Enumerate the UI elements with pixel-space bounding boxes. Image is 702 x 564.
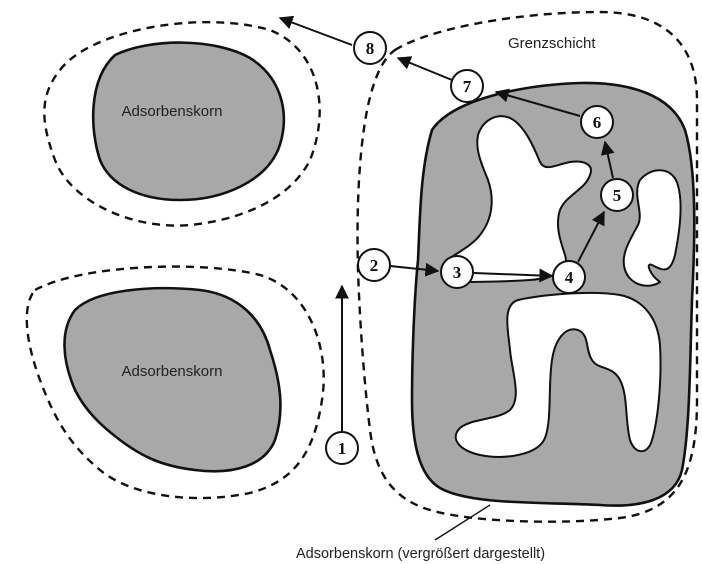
step-marker-1: 1	[326, 432, 358, 464]
boundary-layer-label: Grenzschicht	[508, 35, 596, 52]
step-number: 5	[613, 186, 622, 205]
step-number: 4	[565, 268, 574, 287]
step-number: 1	[338, 439, 347, 458]
step-number: 3	[453, 263, 462, 282]
step-number: 8	[366, 39, 375, 58]
step-marker-5: 5	[601, 179, 633, 211]
enlarged-grain-caption: Adsorbenskorn (vergrößert dargestellt)	[296, 546, 545, 562]
step-marker-4: 4	[553, 261, 585, 293]
step-marker-7: 7	[451, 70, 483, 102]
step-marker-2: 2	[358, 249, 390, 281]
step-number: 6	[593, 113, 602, 132]
step-number: 7	[463, 77, 472, 96]
grain-label-bottom-left: Adsorbenskorn	[122, 363, 223, 380]
step-marker-6: 6	[581, 106, 613, 138]
arrow-7-to-8	[398, 58, 452, 80]
caption-pointer-line	[435, 505, 490, 540]
adsorbent-grain-top-left	[93, 43, 284, 200]
step-marker-3: 3	[441, 256, 473, 288]
grain-label-top-left: Adsorbenskorn	[122, 103, 223, 120]
step-marker-8: 8	[354, 32, 386, 64]
step-number: 2	[370, 256, 379, 275]
